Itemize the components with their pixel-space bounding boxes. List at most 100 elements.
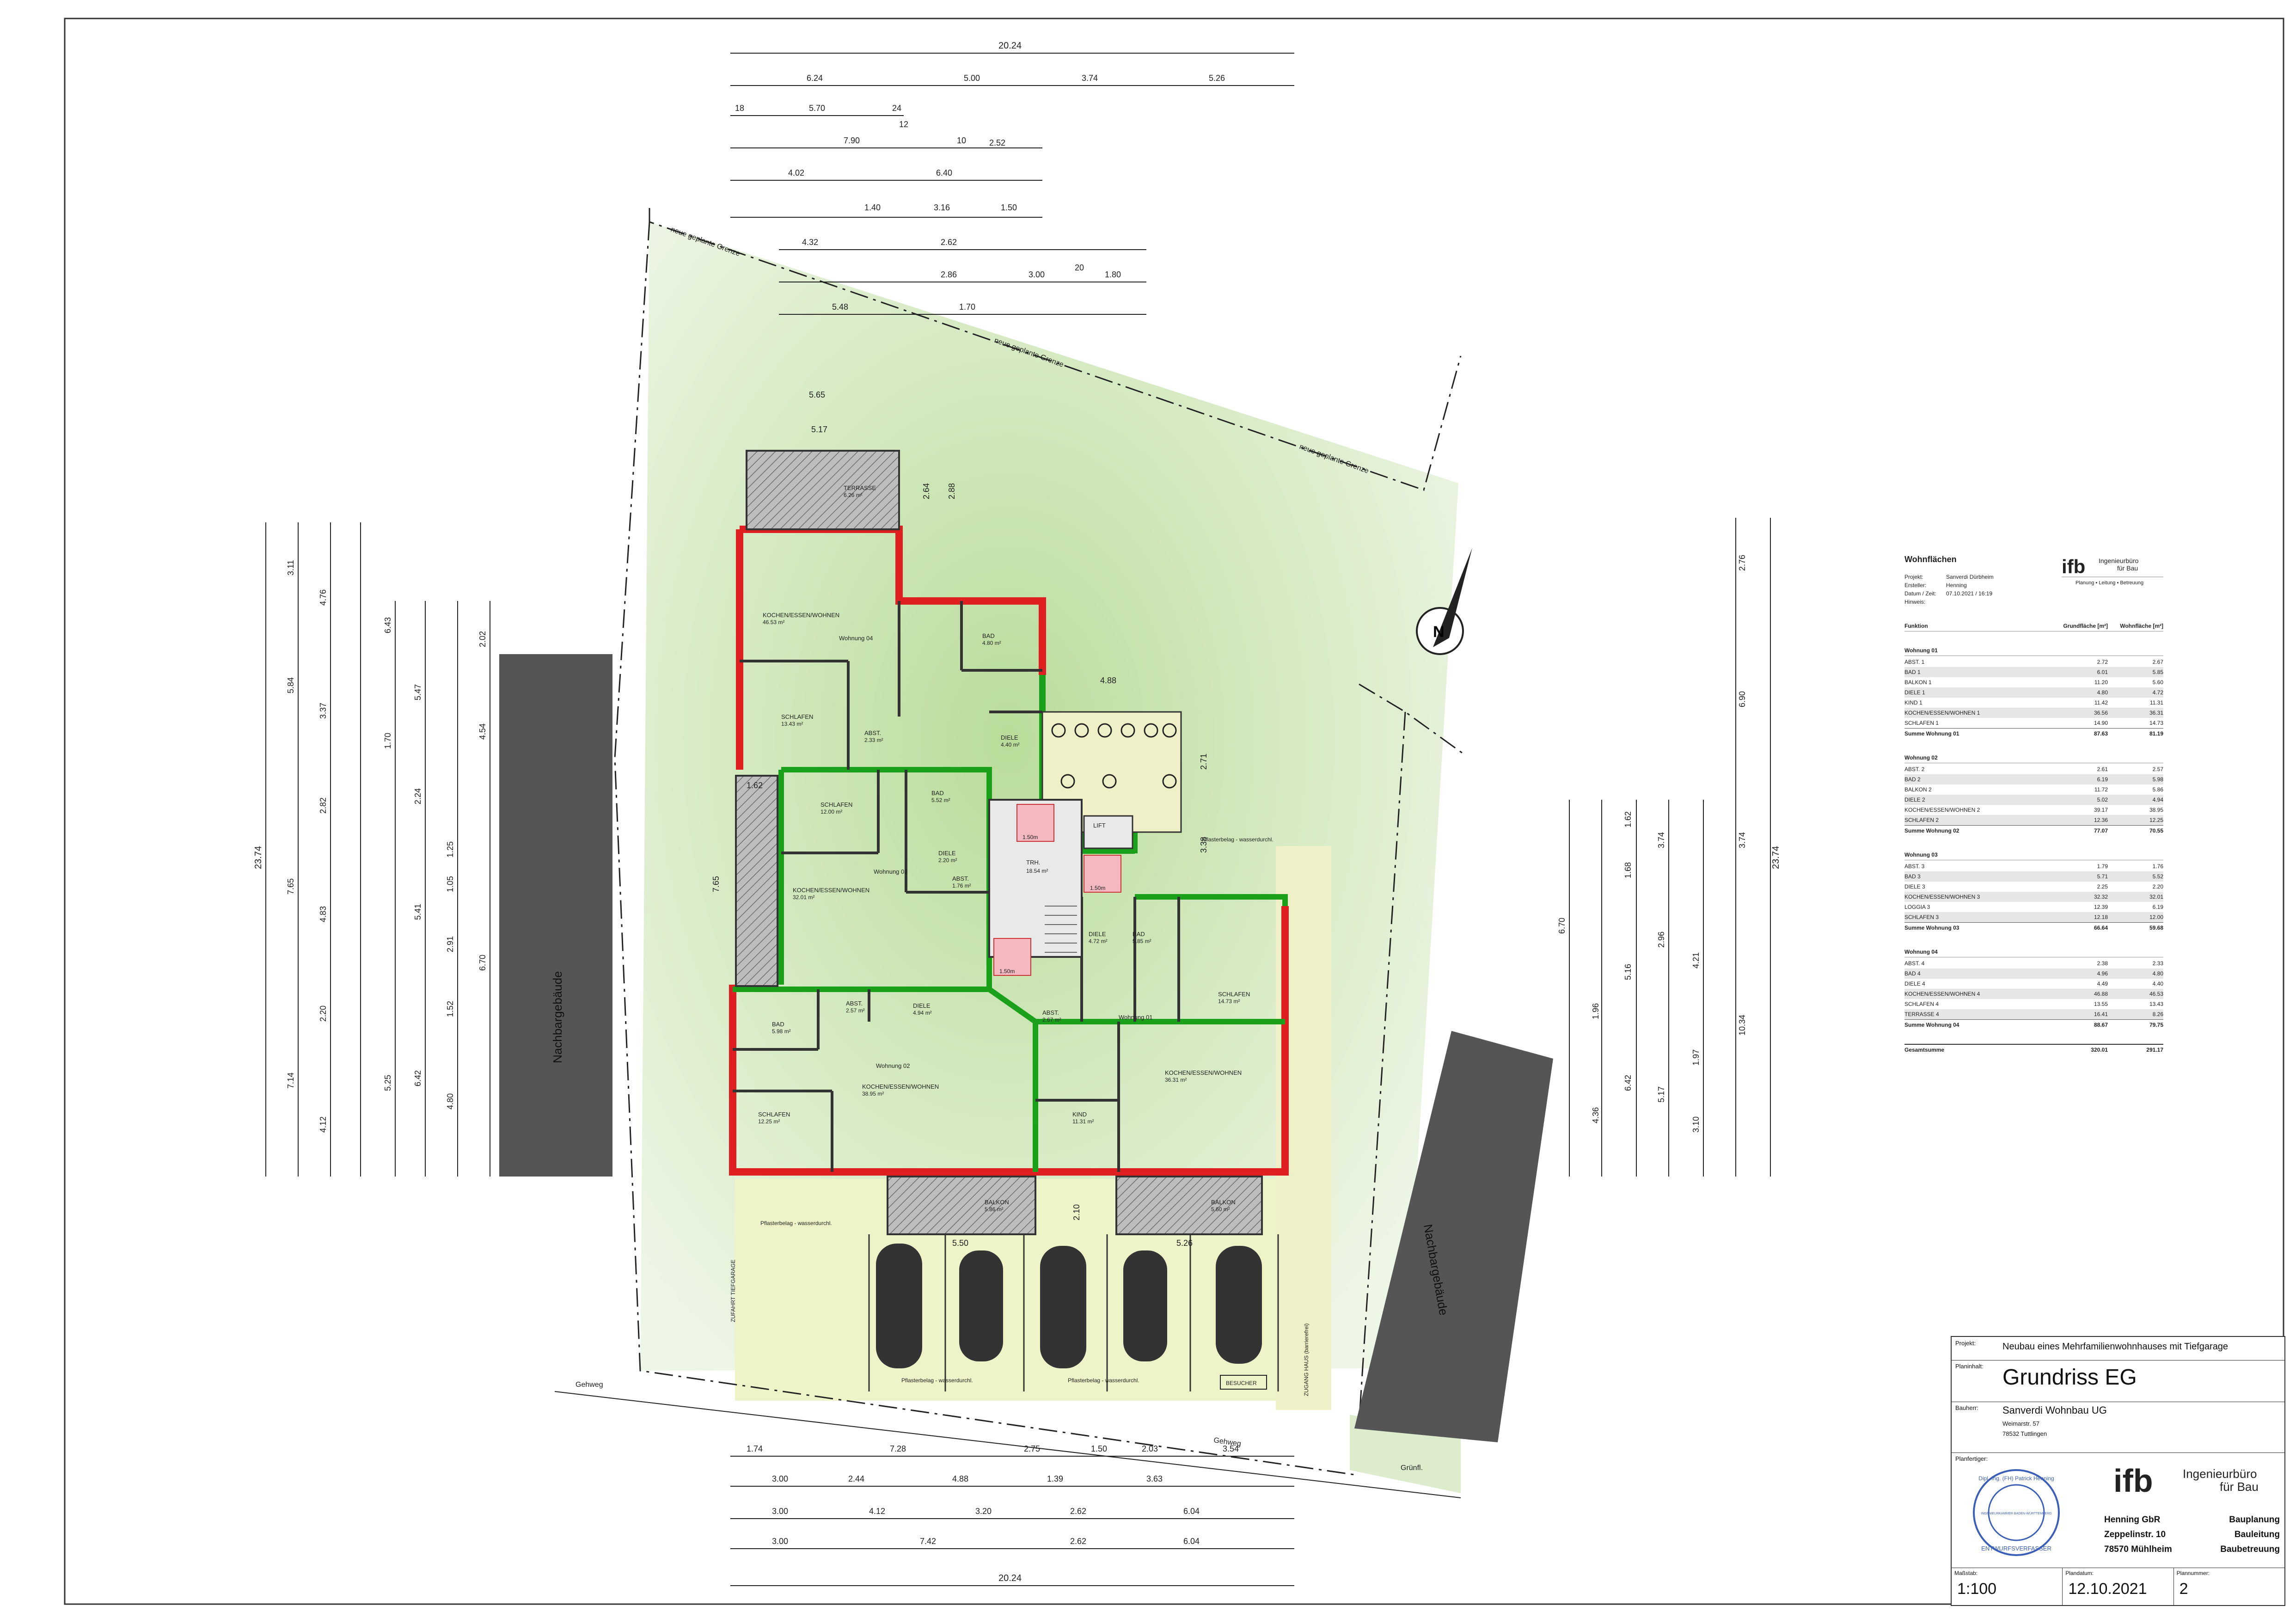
boundary-line-west: [614, 221, 1355, 1476]
area-cell: 2.61: [2097, 766, 2108, 772]
dim-left-8: 4.83: [318, 906, 328, 922]
tb-plannummer-label: Plannummer:: [2176, 1570, 2210, 1576]
label-pflaster-1: Pflasterbelag - wasserdurchl.: [760, 1220, 832, 1226]
dim-left-0: 23.74: [253, 846, 263, 869]
label-zugang: ZUGANG HAUS (barrierefrei): [1303, 1324, 1310, 1396]
dim-top-3: 3.74: [1082, 74, 1098, 83]
dim-left-1: 3.11: [286, 560, 295, 576]
firm-services: Bauplanung Bauleitung Baubetreuung: [2210, 1513, 2280, 1557]
dim-bot-15: 6.04: [1183, 1507, 1200, 1516]
dim-text-top: 20.24 6.24 5.00 3.74 5.26 18 5.70 24 12 …: [735, 41, 1225, 312]
dim-misc-0: 5.65: [809, 390, 825, 399]
dim-top-15: 3.16: [934, 203, 950, 212]
loggia-hatched: [735, 775, 778, 987]
service-2: Bauleitung: [2234, 1530, 2280, 1539]
area-cell: 5.52: [2152, 873, 2163, 880]
dim-bot-7: 2.44: [848, 1474, 864, 1483]
area-sum-cell: 66.64: [2094, 925, 2108, 931]
dim-right-2: 6.90: [1738, 691, 1747, 707]
dim-top-7: 24: [892, 104, 901, 113]
balcony-1: [1115, 1176, 1263, 1235]
neighbor-building-west: [499, 654, 612, 1177]
room-diele-3: DIELE: [938, 850, 956, 857]
area-cell: 11.20: [2094, 679, 2108, 686]
area-cell: 2.38: [2097, 960, 2108, 967]
tb-plandatum: 12.10.2021: [2068, 1580, 2147, 1598]
dim-misc-3: 2.88: [947, 483, 956, 499]
area-cell: DIELE 4: [1904, 981, 1925, 987]
ifb-logo-small-svg: ifb Ingenieurbüro für Bau Planung • Leit…: [2062, 556, 2163, 586]
area-cell: BALKON 2: [1904, 786, 1932, 793]
room-bad-1: BAD: [1133, 931, 1145, 938]
area-sum-cell: 88.67: [2094, 1022, 2108, 1028]
logo-large-line1: Ingenieurbüro: [2183, 1467, 2257, 1481]
meta-key: Projekt:: [1904, 574, 1923, 580]
area-cell: 5.02: [2097, 797, 2108, 803]
area-cell: KIND 1: [1904, 699, 1923, 706]
area-cell: 36.31: [2149, 710, 2163, 716]
room-abst-3: ABST.: [952, 875, 969, 882]
dim-left-13: 5.47: [413, 684, 422, 700]
area-cell: DIELE 1: [1904, 689, 1925, 696]
dim-misc-5: 2.71: [1199, 754, 1208, 770]
room-diele-2-area: 4.94 m²: [913, 1010, 932, 1016]
room-terrasse-4-area: 6.26 m²: [844, 492, 863, 498]
dim-left-17: 4.80: [446, 1093, 455, 1109]
dim-left-15: 1.25: [446, 841, 455, 858]
dim-bot-12: 4.12: [869, 1507, 885, 1516]
total-grund: 320.01: [2091, 1047, 2108, 1053]
label-lift: LIFT: [1093, 822, 1106, 829]
area-group-title: Wohnung 02: [1904, 754, 2163, 763]
area-group-title: Wohnung 01: [1904, 647, 2163, 656]
room-kew-3-area: 32.01 m²: [793, 894, 814, 901]
dim-misc-7: 7.65: [711, 876, 721, 892]
area-cell: 4.80: [2097, 689, 2108, 696]
tb-projekt-row: Projekt: Neubau eines Mehrfamilienwohnha…: [1952, 1337, 2284, 1360]
col-header: Grundfläche [m²]: [2063, 623, 2108, 629]
dim-top-17: 4.32: [802, 238, 818, 247]
dim-top-0: 20.24: [998, 41, 1022, 51]
area-cell: ABST. 4: [1904, 960, 1925, 967]
area-cell: 13.55: [2094, 1001, 2108, 1007]
dim-right-9: 4.21: [1691, 952, 1701, 968]
meta-row: Datum / Zeit:07.10.2021 / 16:19: [1904, 589, 2163, 598]
col-header: Funktion: [1904, 623, 1928, 629]
col-header: Wohnfläche [m²]: [2120, 623, 2163, 629]
dim-top-5: 18: [735, 104, 744, 113]
area-cell: 5.98: [2152, 776, 2163, 783]
area-cell: 16.41: [2094, 1011, 2108, 1017]
area-cell: 2.67: [2152, 659, 2163, 665]
room-bad-3-area: 5.52 m²: [931, 797, 950, 803]
area-cell: DIELE 2: [1904, 797, 1925, 803]
area-cell: 36.56: [2094, 710, 2108, 716]
label-stair-area: 18.54 m²: [1026, 868, 1048, 874]
dim-lines-top: [730, 53, 1294, 315]
dim-right-8: 5.16: [1623, 964, 1633, 980]
dim-bot-1: 7.28: [890, 1444, 906, 1453]
room-kew-3: KOCHEN/ESSEN/WOHNEN: [793, 887, 869, 894]
boundary-line-north: [649, 208, 1462, 491]
dim-bot-9: 1.39: [1047, 1474, 1063, 1483]
area-cell: 11.72: [2094, 786, 2108, 793]
area-cell: 2.20: [2152, 883, 2163, 890]
dim-right-11: 1.97: [1691, 1049, 1701, 1066]
area-cell: 46.88: [2094, 991, 2108, 997]
dim-left-7: 2.82: [318, 797, 328, 814]
boundary-line-east-2: [1358, 711, 1406, 1424]
dim-misc-10: 5.26: [1176, 1238, 1193, 1248]
stamp-text: Dipl.-Ing. (FH) Patrick Henning: [1978, 1475, 2054, 1482]
dim-left-10: 4.12: [318, 1116, 328, 1133]
room-abst-1: ABST.: [1042, 1009, 1059, 1016]
meta-row: Ersteller:Henning: [1904, 581, 2163, 589]
area-cell: 5.60: [2152, 679, 2163, 686]
tb-bauherr-addr1: Weimarstr. 57: [2002, 1420, 2039, 1427]
dim-top-4: 5.26: [1209, 74, 1225, 83]
dim-top-9: 7.90: [844, 136, 860, 145]
room-bad-1-area: 5.85 m²: [1133, 938, 1151, 944]
